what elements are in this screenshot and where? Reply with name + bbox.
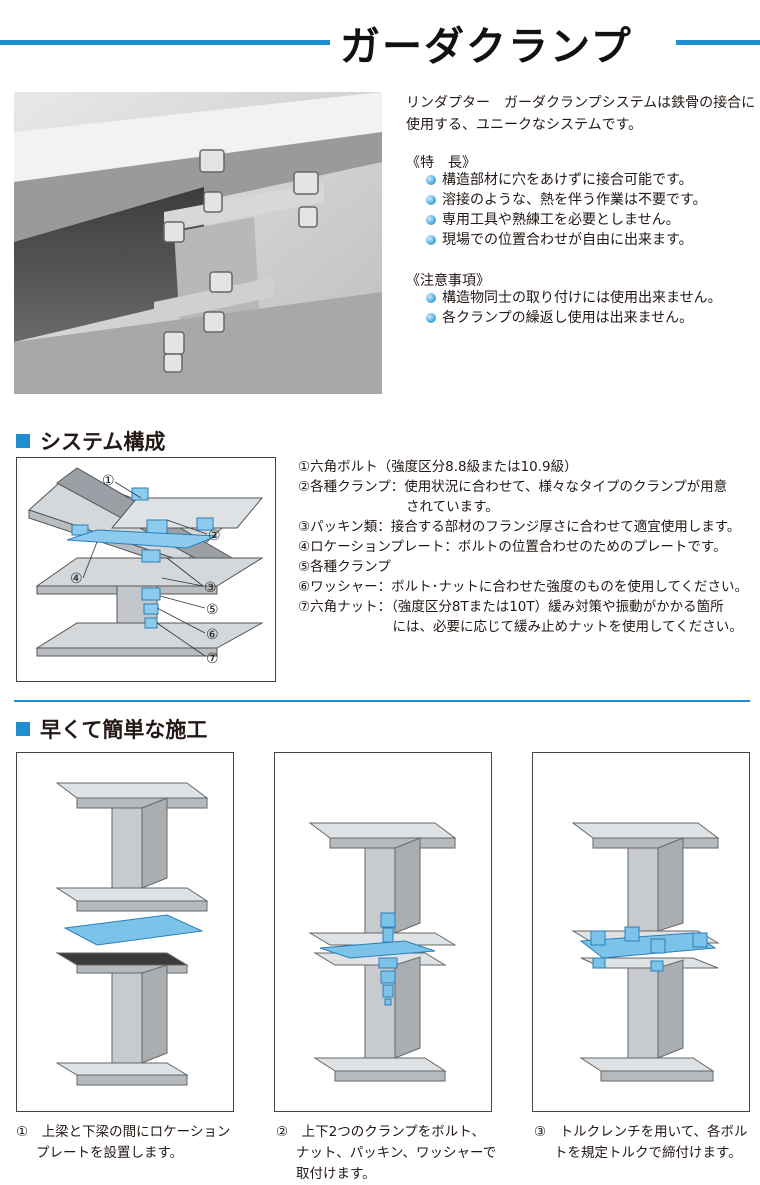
product-photo [14, 92, 382, 394]
label-5: ⑤ [206, 602, 219, 618]
notes-heading: 《注意事項》 [406, 273, 490, 289]
step-3-illustration [532, 752, 750, 1112]
component-line: ①六角ボルト（強度区分8.8級または10.9級） [298, 459, 578, 475]
bullet-icon [426, 313, 436, 323]
section-divider [14, 700, 750, 702]
component-line: には、必要に応じて緩み止めナットを使用してください。 [298, 619, 743, 635]
title-rule-right [676, 40, 760, 45]
system-diagram: ① ② ③ ④ ⑤ ⑥ ⑦ [16, 457, 276, 682]
features-list: 構造部材に穴をあけずに接合可能です。 溶接のような、熱を伴う作業は不要です。 専… [426, 170, 707, 250]
notes-list: 構造物同士の取り付けには使用出来ません。 各クランプの繰返し使用は出来ません。 [426, 288, 722, 328]
label-7: ⑦ [206, 651, 219, 667]
intro-line: 使用する、ユニークなシステムです。 [406, 117, 643, 133]
label-1: ① [102, 473, 115, 489]
step-1-caption: ① 上梁と下梁の間にロケーション プレートを設置します。 [16, 1124, 231, 1161]
page-title: ガーダクランプ [340, 24, 633, 70]
list-item: 溶接のような、熱を伴う作業は不要です。 [426, 190, 707, 210]
square-icon [16, 722, 30, 736]
component-line: ④ロケーションプレート：ボルトの位置合わせのためのプレートです。 [298, 539, 727, 555]
construction-heading: 早くて簡単な施工 [16, 714, 207, 744]
label-4: ④ [70, 571, 83, 587]
step-number: ② [276, 1124, 289, 1140]
square-icon [16, 434, 30, 448]
bullet-icon [426, 293, 436, 303]
intro-text: リンダプター ガーダクランプシステムは鉄骨の接合に 使用する、ユニークなシステム… [406, 92, 756, 136]
title-rule-left [0, 40, 330, 45]
label-6: ⑥ [206, 627, 219, 643]
intro-line: リンダプター ガーダクランプシステムは鉄骨の接合に [406, 95, 756, 111]
features-heading: 《特 長》 [406, 155, 476, 171]
component-line: ⑥ワッシャー：ボルト･ナットに合わせた強度のものを使用してください。 [298, 579, 749, 595]
list-item: 各クランプの繰返し使用は出来ません。 [426, 308, 722, 328]
bullet-icon [426, 235, 436, 245]
step-1-illustration [16, 752, 234, 1112]
list-item: 現場での位置合わせが自由に出来ます。 [426, 230, 707, 250]
label-3: ③ [204, 580, 217, 596]
component-line: ⑤各種クランプ [298, 559, 391, 575]
step-2-caption: ② 上下2つのクランプをボルト、 ナット、パッキン、ワッシャーで 取付けます。 [276, 1124, 497, 1182]
list-item: 専用工具や熟練工を必要としません。 [426, 210, 707, 230]
component-line: されています。 [298, 499, 499, 515]
label-2: ② [208, 528, 221, 544]
component-list: ①六角ボルト（強度区分8.8級または10.9級） ②各種クランプ：使用状況に合わ… [298, 457, 754, 637]
step-3-caption: ③ トルクレンチを用いて、各ボル トを規定トルクで締付けます。 [534, 1124, 748, 1161]
step-number: ③ [534, 1124, 547, 1140]
bullet-icon [426, 215, 436, 225]
list-item: 構造部材に穴をあけずに接合可能です。 [426, 170, 707, 190]
step-number: ① [16, 1124, 29, 1140]
component-line: ③パッキン類：接合する部材のフランジ厚さに合わせて適宜使用します。 [298, 519, 741, 535]
component-line: ②各種クランプ：使用状況に合わせて、様々なタイプのクランプが用意 [298, 479, 728, 495]
bullet-icon [426, 195, 436, 205]
bullet-icon [426, 175, 436, 185]
list-item: 構造物同士の取り付けには使用出来ません。 [426, 288, 722, 308]
component-line: ⑦六角ナット：（強度区分8Tまたは10T）緩み対策や振動がかかる箇所 [298, 599, 724, 615]
step-2-illustration [274, 752, 492, 1112]
system-heading: システム構成 [16, 426, 165, 456]
